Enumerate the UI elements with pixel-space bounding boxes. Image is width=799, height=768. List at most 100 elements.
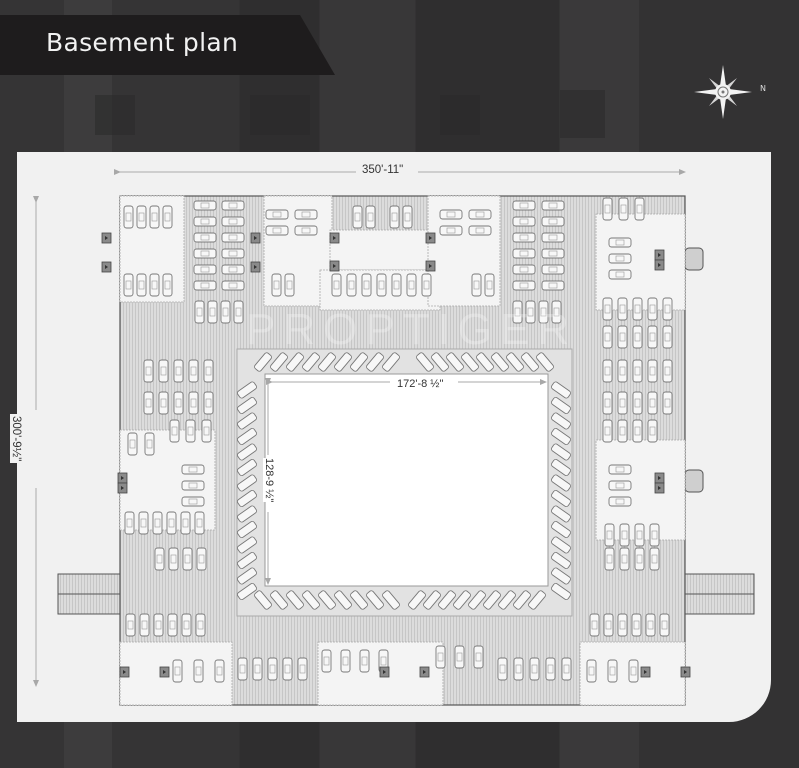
parking-space [603,613,614,637]
lift-core-icon [329,260,340,272]
angled-parking-space [237,459,257,476]
lift-core-icon [119,666,130,678]
angled-parking-space [237,536,257,554]
parking-space [181,464,205,475]
angled-parking-space [237,443,257,461]
parking-space [127,432,138,456]
lift-core-icon [680,666,691,678]
parking-space [136,205,147,229]
lift-core-icon [425,260,436,272]
parking-space [221,216,245,227]
parking-space [346,273,357,297]
angled-parking-space [237,490,257,507]
parking-space [201,419,212,443]
parking-space [634,523,645,547]
parking-space [340,649,351,673]
parking-space [551,300,562,324]
parking-space [541,232,565,243]
angled-parking-space [483,590,501,610]
parking-space [608,496,632,507]
angled-parking-space [334,352,352,372]
parking-space [634,547,645,571]
angled-parking-space [551,474,571,492]
parking-space [541,216,565,227]
parking-space [376,273,387,297]
angled-parking-space [254,352,272,372]
parking-space [617,325,628,349]
parking-space [468,209,492,220]
page-title: Basement plan [46,28,239,57]
parking-space [149,273,160,297]
parking-space [617,419,628,443]
parking-space [439,225,463,236]
parking-space [166,511,177,535]
parking-space [158,391,169,415]
parking-space [608,253,632,264]
angled-parking-space [382,352,400,372]
parking-space [221,232,245,243]
parking-space [136,273,147,297]
compass-north-label: N [760,84,766,93]
angled-parking-space [551,412,571,430]
parking-space [512,300,523,324]
parking-space [619,523,630,547]
compass-rose-icon [694,65,752,119]
parking-space [220,300,231,324]
parking-space [252,657,263,681]
angled-parking-space [476,352,494,372]
parking-space [512,264,536,275]
parking-space [282,657,293,681]
parking-space [632,391,643,415]
parking-space [662,325,673,349]
parking-space [649,547,660,571]
lift-core-icon [419,666,430,678]
parking-space [561,657,572,681]
parking-space [632,325,643,349]
parking-space [649,523,660,547]
parking-space [221,248,245,259]
parking-space [602,297,613,321]
parking-space [152,511,163,535]
angled-parking-space [286,590,304,610]
parking-space [173,359,184,383]
parking-space [608,464,632,475]
angled-parking-space [237,583,257,600]
parking-space [284,273,295,297]
parking-space [182,547,193,571]
watermark: PROPTIGER [246,305,578,354]
angled-parking-space [318,352,336,372]
title-banner [0,15,335,75]
lift-core-icon [329,232,340,244]
angled-parking-space [551,567,571,585]
angled-parking-space [270,590,288,610]
entry-east-mid [684,469,704,493]
parking-space [541,200,565,211]
parking-space [602,419,613,443]
parking-space [541,280,565,291]
overall-depth-label: 300'-9½" [10,414,22,464]
parking-space [365,205,376,229]
lift-core-icon [250,261,261,273]
parking-space [233,300,244,324]
parking-space [647,391,658,415]
parking-space [149,205,160,229]
parking-space [294,225,318,236]
parking-space [207,300,218,324]
parking-space [193,216,217,227]
parking-space [662,297,673,321]
angled-parking-space [461,352,479,372]
lift-core-icon [425,232,436,244]
parking-space [193,280,217,291]
parking-space [538,300,549,324]
angled-parking-space [237,505,257,523]
parking-space [181,496,205,507]
parking-space [143,391,154,415]
angled-parking-space [491,352,509,372]
parking-space [608,480,632,491]
parking-space [169,419,180,443]
parking-space [529,657,540,681]
lift-core-icon [379,666,390,678]
lift-core-icon [117,482,128,494]
angled-parking-space [431,352,449,372]
